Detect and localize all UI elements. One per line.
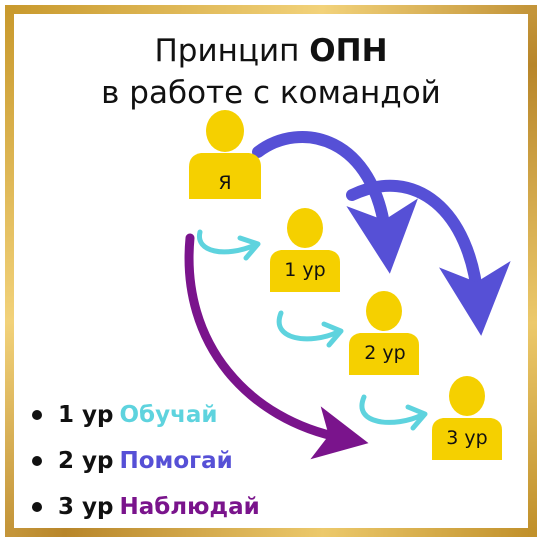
node-label-me: Я — [218, 172, 231, 194]
cyan-arrow-1 — [197, 229, 261, 261]
blue-arrow-2 — [346, 179, 511, 336]
cyan-arrow-3 — [359, 394, 428, 431]
title-line-2: в работе с командой — [101, 75, 441, 111]
title: Принцип ОПН в работе с командой — [0, 30, 542, 114]
legend-level: 1 ур — [58, 402, 114, 428]
legend-word: Обучай — [119, 402, 218, 428]
node-label-level-1: 1 ур — [284, 259, 325, 281]
node-label-level-3: 3 ур — [446, 427, 487, 449]
person-icon-level-1 — [270, 208, 340, 292]
legend-word: Наблюдай — [119, 494, 260, 520]
node-label-level-2: 2 ур — [364, 342, 405, 364]
purple-arrow — [184, 233, 369, 460]
blue-arrow-1 — [252, 131, 418, 274]
person-icon-level-3 — [432, 376, 502, 460]
cyan-arrow-2 — [276, 310, 344, 348]
title-line-1: Принцип ОПН — [0, 30, 542, 72]
legend-level: 2 ур — [58, 448, 114, 474]
title-bold: ОПН — [309, 33, 388, 69]
legend-word: Помогай — [119, 448, 233, 474]
title-prefix: Принцип — [154, 33, 300, 69]
legend-level: 3 ур — [58, 494, 114, 520]
person-icon-level-2 — [349, 291, 419, 375]
person-icon-me — [189, 110, 261, 199]
